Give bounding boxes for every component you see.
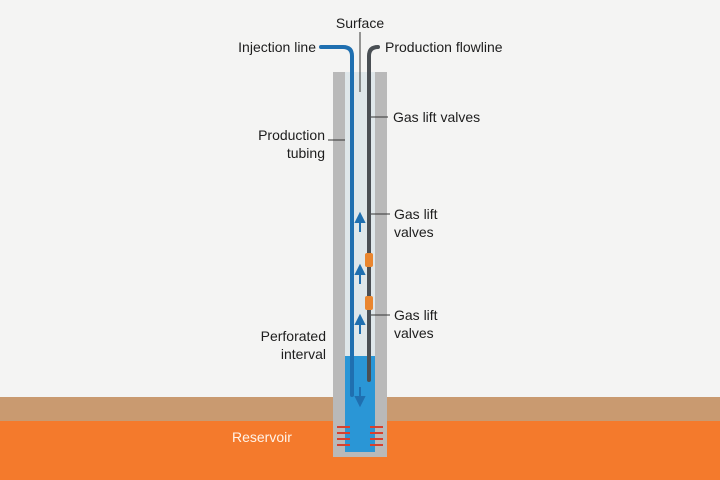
reservoir-label: Reservoir	[232, 429, 292, 445]
gas-lift-valves-top-label: Gas lift valves	[393, 109, 481, 125]
production-flowline-label: Production flowline	[385, 39, 503, 55]
gas-lift-valve-lower	[365, 296, 373, 310]
perforated-interval-label: Perforated interval	[260, 328, 326, 362]
leader-lines	[328, 116, 390, 316]
flow-arrows-up	[354, 211, 366, 334]
gas-lift-valves-low-label: Gas lift valves	[394, 307, 438, 341]
perforations	[337, 426, 383, 446]
injection-line	[319, 45, 354, 397]
surface-label: Surface	[335, 15, 385, 31]
production-flowline	[367, 45, 380, 382]
production-tubing-label: Production tubing	[258, 127, 325, 161]
gas-lift-valves-mid-label: Gas lift valves	[394, 206, 438, 240]
flow-arrow-down	[354, 387, 366, 408]
injection-line-label: Injection line	[238, 39, 316, 55]
gas-lift-valve-upper	[365, 253, 373, 267]
